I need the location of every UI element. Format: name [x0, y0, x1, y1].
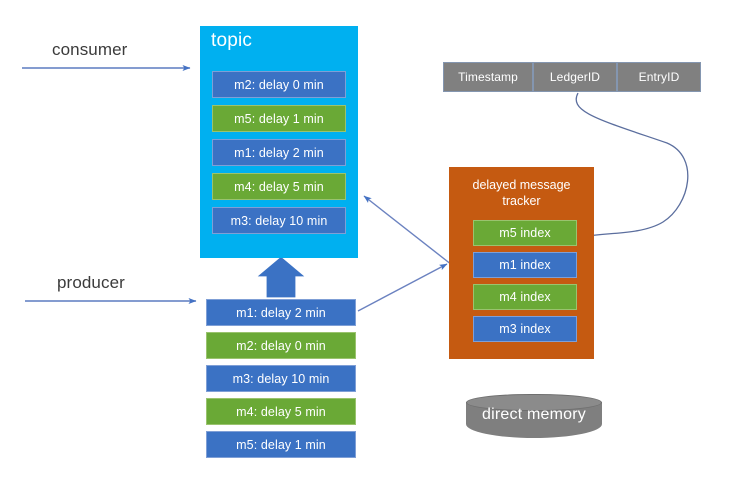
index-record-cell-entryid: EntryID [617, 62, 701, 92]
index-record-cell-ledgerid: LedgerID [533, 62, 617, 92]
topic-message-row: m5: delay 1 min [212, 105, 346, 132]
tracker-index-row: m4 index [473, 284, 577, 310]
tracker-index-row: m5 index [473, 220, 577, 246]
queue-message-row: m5: delay 1 min [206, 431, 356, 458]
topic-title: topic [211, 30, 253, 51]
topic-message-row: m3: delay 10 min [212, 207, 346, 234]
tracker-to-topic-arrow [363, 195, 453, 266]
tracker-index-row: m3 index [473, 316, 577, 342]
tracker-title: delayed message tracker [449, 177, 594, 209]
enqueue-block-arrow [254, 255, 308, 299]
queue-message-row: m1: delay 2 min [206, 299, 356, 326]
consumer-label: consumer [52, 40, 128, 59]
direct-memory-cylinder: direct memory [466, 394, 602, 438]
tracker-title-line2: tracker [502, 194, 541, 208]
tracker-index-row: m1 index [473, 252, 577, 278]
cylinder-top-ellipse [466, 394, 602, 411]
queue-to-tracker-arrow [357, 263, 448, 312]
queue-message-row: m2: delay 0 min [206, 332, 356, 359]
topic-message-row: m2: delay 0 min [212, 71, 346, 98]
queue-message-row: m4: delay 5 min [206, 398, 356, 425]
queue-message-row: m3: delay 10 min [206, 365, 356, 392]
direct-memory-label: direct memory [482, 406, 586, 423]
topic-message-row: m4: delay 5 min [212, 173, 346, 200]
tracker-title-line1: delayed message [472, 178, 571, 192]
topic-message-row: m1: delay 2 min [212, 139, 346, 166]
producer-label: producer [57, 273, 125, 292]
index-record-cell-timestamp: Timestamp [443, 62, 533, 92]
